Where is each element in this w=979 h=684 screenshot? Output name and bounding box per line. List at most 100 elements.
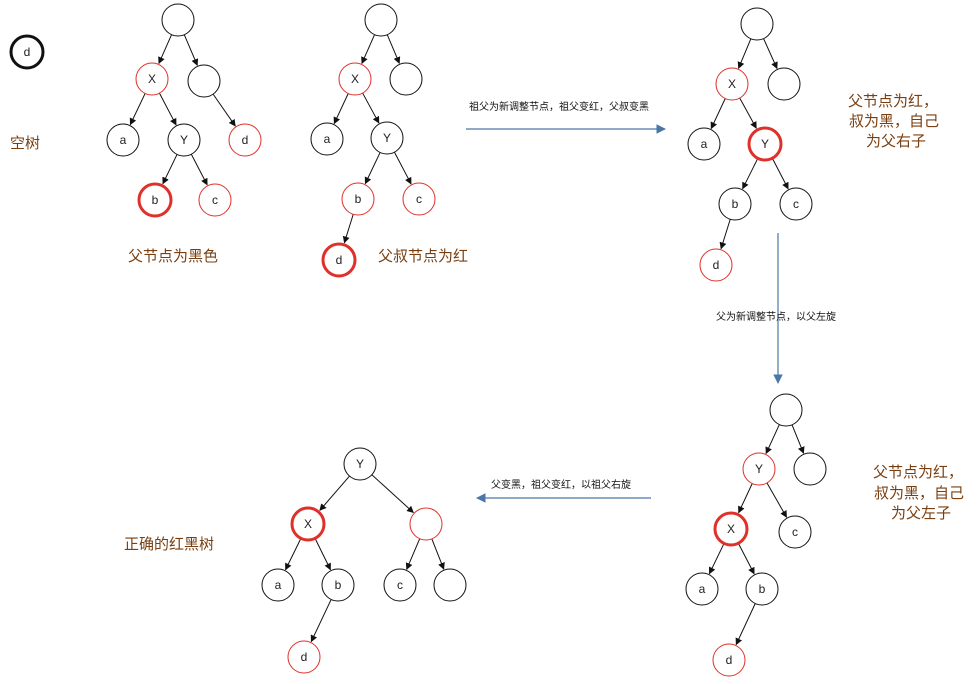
node-t2-d: d xyxy=(321,242,357,278)
edge-t2-y-to-t2-b xyxy=(364,152,381,185)
arrow-bottom-label: 父变黑，祖父变红，以祖父右旋 xyxy=(491,478,631,491)
edge-t2-x-to-t2-y xyxy=(362,92,380,124)
edge-t4-x-to-t4-a xyxy=(708,544,725,575)
node-t3-root xyxy=(740,7,774,41)
node-circle-t4-x xyxy=(713,511,749,547)
node-t3-b: b xyxy=(718,187,752,221)
edge-t4-y-to-t4-x xyxy=(738,483,753,514)
node-t2-y: Y xyxy=(370,121,404,155)
node-label-t3-b: b xyxy=(732,197,739,211)
node-t3-c: c xyxy=(779,187,813,221)
edge-t1-root-to-t1-x xyxy=(158,34,173,65)
caption-case-left-2: 叔为黑，自己 xyxy=(874,484,964,502)
node-circle-t3-x xyxy=(715,67,749,101)
node-t4-x: X xyxy=(713,511,749,547)
edge-t2-root-to-t2-x xyxy=(361,34,376,65)
node-circle-t3-a xyxy=(687,127,721,161)
node-label-t3-x: X xyxy=(728,77,736,91)
node-circle-t3-d xyxy=(699,248,733,282)
node-circle-single-d xyxy=(9,34,45,70)
node-label-t1-x: X xyxy=(148,72,156,86)
node-circle-t4-root xyxy=(769,393,803,427)
node-circle-t5-y xyxy=(343,447,377,481)
node-circle-t4-b xyxy=(745,572,779,606)
node-label-t1-a: a xyxy=(120,133,127,147)
node-circle-t1-u xyxy=(187,64,221,98)
node-label-t3-c: c xyxy=(793,197,799,211)
node-circle-t3-y xyxy=(747,126,783,162)
node-circle-t1-a xyxy=(106,123,140,157)
edge-t1-u-to-t1-d xyxy=(212,93,236,127)
node-label-t4-a: a xyxy=(699,582,706,596)
node-circle-t3-root xyxy=(740,7,774,41)
edge-t4-root-to-t4-y xyxy=(765,424,780,455)
node-circle-t5-b xyxy=(321,568,355,602)
node-t2-b: b xyxy=(341,182,375,216)
node-t3-u xyxy=(767,67,801,101)
node-t5-n xyxy=(433,568,467,602)
node-t1-d: d xyxy=(228,123,262,157)
node-circle-t4-d xyxy=(712,643,746,677)
node-label-t2-x: X xyxy=(351,72,359,86)
node-circle-t2-y xyxy=(370,121,404,155)
edge-t3-b-to-t3-d xyxy=(719,219,731,250)
node-t2-x: X xyxy=(338,62,372,96)
node-single-d: d xyxy=(9,34,45,70)
node-circle-t3-u xyxy=(767,67,801,101)
node-t3-y: Y xyxy=(747,126,783,162)
edge-t2-y-to-t2-c xyxy=(393,151,412,185)
node-t3-a: a xyxy=(687,127,721,161)
node-t3-x: X xyxy=(715,67,749,101)
tree-edges xyxy=(129,34,805,646)
edge-t5-b-to-t5-d xyxy=(310,599,332,643)
node-circle-t2-b xyxy=(341,182,375,216)
node-label-t4-y: Y xyxy=(755,462,763,476)
node-t4-c: c xyxy=(778,515,812,549)
node-t1-x: X xyxy=(135,62,169,96)
node-circle-t5-d xyxy=(287,640,321,674)
caption-case-left-1: 父节点为红， xyxy=(873,463,963,481)
edge-t5-g-to-t5-c xyxy=(405,538,421,571)
node-circle-t4-a xyxy=(685,572,719,606)
node-t2-c: c xyxy=(402,182,436,216)
caption-final: 正确的红黑树 xyxy=(124,535,214,553)
edge-t4-b-to-t4-d xyxy=(735,603,756,646)
node-label-t5-d: d xyxy=(301,650,308,664)
edge-t3-x-to-t3-y xyxy=(739,97,757,129)
node-circle-t4-c xyxy=(778,515,812,549)
edge-t3-y-to-t3-c xyxy=(772,158,789,190)
node-t4-root xyxy=(769,393,803,427)
edge-t1-root-to-t1-u xyxy=(183,34,199,67)
node-t1-c: c xyxy=(198,183,232,217)
node-label-t4-b: b xyxy=(759,582,766,596)
edge-t2-b-to-t2-d xyxy=(342,214,354,244)
node-circle-t4-y xyxy=(742,452,776,486)
node-t5-c: c xyxy=(383,568,417,602)
node-t5-g xyxy=(409,507,443,541)
node-t5-d: d xyxy=(287,640,321,674)
node-label-t5-x: X xyxy=(304,517,312,531)
caption-case-right-3: 为父右子 xyxy=(866,132,926,150)
edge-t3-y-to-t3-b xyxy=(742,158,758,190)
node-t1-a: a xyxy=(106,123,140,157)
edge-t4-x-to-t4-b xyxy=(738,543,755,575)
node-label-t2-y: Y xyxy=(383,131,391,145)
node-label-t2-d: d xyxy=(336,253,343,267)
node-label-t5-a: a xyxy=(275,578,282,592)
edge-t5-y-to-t5-x xyxy=(319,475,350,511)
node-label-t1-d: d xyxy=(242,133,249,147)
node-circle-t5-x xyxy=(290,506,326,542)
node-circle-t5-g xyxy=(409,507,443,541)
caption-parent-black: 父节点为黑色 xyxy=(128,247,218,265)
node-label-t5-c: c xyxy=(397,578,403,592)
node-t1-u xyxy=(187,64,221,98)
caption-case-left-3: 为父左子 xyxy=(891,504,951,522)
node-label-t4-x: X xyxy=(727,522,735,536)
node-t2-u xyxy=(389,62,423,96)
node-circle-t1-c xyxy=(198,183,232,217)
node-circle-t2-c xyxy=(402,182,436,216)
node-t4-u xyxy=(793,452,827,486)
arrow-top-label: 祖父为新调整节点，祖父变红，父叔变黑 xyxy=(469,100,649,113)
node-t5-y: Y xyxy=(343,447,377,481)
node-label-t1-y: Y xyxy=(180,133,188,147)
